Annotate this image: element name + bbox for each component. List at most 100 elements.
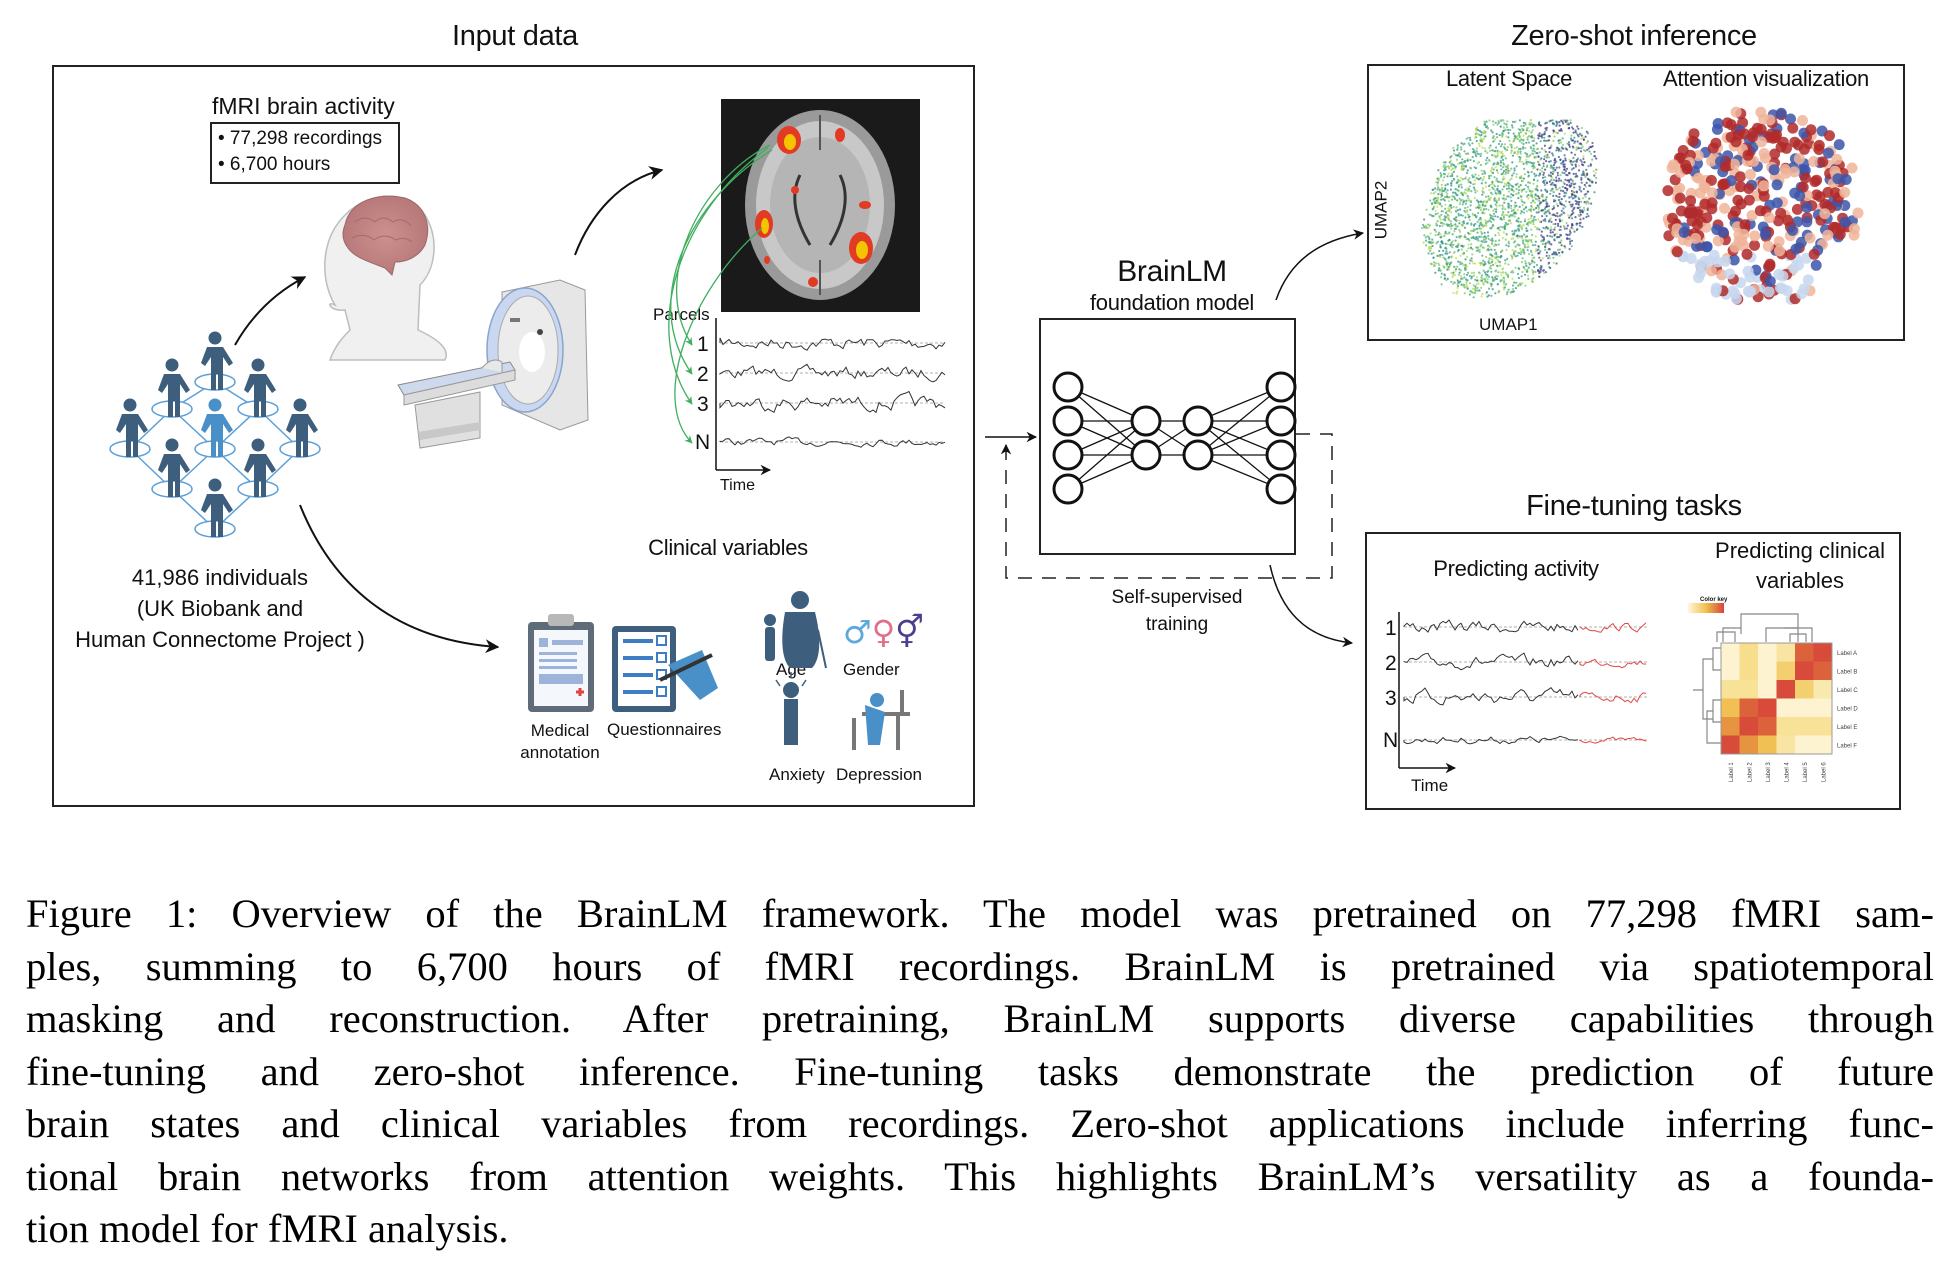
latent-point — [1556, 204, 1559, 207]
latent-point — [1536, 226, 1539, 230]
attention-point — [1788, 262, 1800, 274]
attention-point — [1774, 245, 1785, 257]
latent-point — [1465, 249, 1468, 252]
latent-point — [1486, 281, 1489, 284]
latent-point — [1537, 218, 1540, 221]
attention-point — [1754, 205, 1766, 217]
latent-point — [1446, 175, 1449, 178]
latent-point — [1502, 173, 1505, 176]
latent-point — [1440, 213, 1443, 216]
latent-point — [1491, 215, 1494, 218]
latent-point — [1495, 146, 1498, 149]
latent-point — [1514, 287, 1517, 290]
latent-point — [1522, 142, 1525, 146]
latent-point — [1563, 132, 1566, 135]
latent-point — [1506, 120, 1509, 123]
latent-point — [1452, 291, 1455, 294]
latent-point — [1524, 273, 1527, 276]
latent-point — [1526, 243, 1529, 246]
latent-point — [1497, 255, 1500, 259]
latent-point — [1457, 212, 1460, 215]
latent-point — [1435, 262, 1438, 265]
latent-point — [1488, 158, 1491, 162]
latent-point — [1503, 201, 1506, 204]
latent-point — [1536, 152, 1539, 155]
latent-point — [1423, 234, 1426, 237]
latent-point — [1510, 188, 1514, 191]
latent-point — [1506, 291, 1509, 294]
attention-point — [1805, 124, 1817, 136]
latent-point — [1586, 148, 1589, 151]
latent-point — [1497, 231, 1500, 235]
latent-point — [1558, 220, 1562, 223]
ft-axes — [1398, 612, 1457, 774]
latent-point — [1569, 137, 1573, 140]
latent-point — [1451, 233, 1454, 236]
latent-point — [1591, 141, 1594, 145]
person-head — [208, 398, 222, 412]
latent-point — [1547, 210, 1551, 214]
latent-point — [1507, 181, 1510, 184]
latent-point — [1584, 185, 1588, 188]
latent-point — [1465, 176, 1468, 179]
latent-point — [1452, 205, 1455, 208]
latent-point — [1564, 147, 1567, 150]
latent-point — [1500, 271, 1503, 274]
latent-point — [1499, 159, 1502, 162]
latent-point — [1501, 155, 1504, 158]
latent-point — [1578, 188, 1581, 191]
latent-point — [1450, 243, 1453, 246]
latent-point — [1547, 248, 1551, 251]
nn-node — [1182, 405, 1214, 437]
latent-point — [1490, 294, 1493, 297]
latent-point — [1474, 287, 1477, 290]
latent-point — [1569, 214, 1572, 217]
latent-point — [1469, 158, 1472, 162]
latent-point — [1510, 167, 1513, 170]
latent-point — [1475, 147, 1478, 150]
latent-point — [1582, 206, 1586, 209]
latent-point — [1464, 216, 1467, 219]
latent-point — [1477, 218, 1481, 221]
latent-point — [1463, 150, 1466, 153]
latent-point — [1519, 152, 1522, 155]
latent-point — [1498, 234, 1501, 237]
nn-edge — [1197, 386, 1282, 456]
latent-point — [1477, 174, 1480, 177]
individuals-source-2: Human Connectome Project ) — [75, 627, 365, 652]
latent-point — [1457, 189, 1460, 192]
latent-point — [1434, 230, 1437, 233]
latent-point — [1499, 145, 1503, 148]
latent-point — [1552, 194, 1555, 197]
latent-point — [1476, 231, 1479, 234]
latent-point — [1460, 191, 1463, 195]
latent-point — [1542, 219, 1545, 222]
latent-point — [1555, 124, 1558, 127]
attention-point — [1685, 204, 1697, 215]
attention-point — [1833, 139, 1845, 151]
latent-point — [1523, 201, 1526, 204]
latent-point — [1481, 282, 1485, 285]
latent-point — [1530, 152, 1534, 155]
latent-point — [1526, 138, 1529, 141]
latent-point — [1537, 195, 1540, 198]
latent-point — [1451, 162, 1454, 165]
heatmap-row-label: Label D — [1837, 707, 1858, 713]
latent-point — [1451, 275, 1454, 279]
latent-point — [1571, 203, 1574, 206]
latent-point — [1438, 216, 1441, 219]
latent-point — [1455, 182, 1458, 185]
latent-point — [1573, 160, 1576, 163]
latent-point — [1460, 277, 1463, 280]
latent-point — [1446, 224, 1449, 227]
latent-point — [1461, 178, 1464, 181]
latent-point — [1466, 210, 1469, 213]
latent-point — [1538, 151, 1541, 154]
latent-point — [1496, 123, 1499, 126]
latent-point — [1502, 129, 1505, 133]
heatmap-cell — [1721, 698, 1740, 717]
latent-point — [1590, 202, 1593, 205]
latent-point — [1436, 212, 1439, 215]
latent-point — [1534, 235, 1537, 238]
latent-point — [1543, 144, 1546, 147]
